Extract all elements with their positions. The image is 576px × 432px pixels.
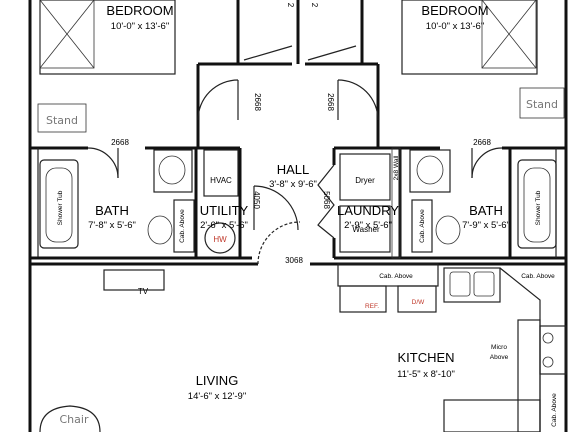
laundry-fixtures (339, 147, 401, 259)
laundry-label: LAUNDRY (337, 203, 399, 218)
cab-above-kitchen-right: Cab. Above (521, 273, 555, 280)
nightstand-right (519, 87, 565, 119)
bed-left (39, 0, 176, 75)
door-code-bath-right: 2668 (473, 138, 491, 147)
cab-above-bath-right: Cab. Above (419, 209, 426, 243)
nightstand-left (37, 103, 87, 133)
bath-left-fixtures (39, 149, 195, 253)
laundry-dim: 2'-9" x 5'-6" (344, 220, 392, 231)
closet-code-right: 2 (310, 3, 319, 8)
hw-label: HW (213, 235, 227, 244)
utility-fixtures (203, 149, 239, 254)
bedroom-left-dim: 10'-0" x 13'-6" (111, 21, 169, 32)
stand-right-label: Stand (526, 98, 558, 111)
tv-label: TV (138, 287, 149, 296)
bath-left-label: BATH (95, 203, 129, 218)
bath-left-dim: 7'-8" x 5'-6" (88, 220, 136, 231)
ref-label: REF. (365, 303, 379, 310)
hvac-label: HVAC (210, 176, 232, 185)
bedroom-right-label: BEDROOM (421, 3, 488, 18)
utility-label: UTILITY (200, 203, 249, 218)
shower-tub-left-label: Shower Tub (57, 190, 64, 225)
micro-above-label: Above (490, 354, 509, 361)
bath-right-label: BATH (469, 203, 503, 218)
door-code-entry: 3068 (285, 256, 303, 265)
dryer-label: Dryer (355, 176, 375, 185)
hall-label: HALL (277, 162, 310, 177)
hall-dim: 3'-8" x 9'-6" (269, 179, 317, 190)
stand-left-label: Stand (46, 114, 78, 127)
cab-above-kitchen-side: Cab. Above (551, 393, 558, 427)
door-code-utility: 4050 (252, 191, 261, 209)
wall-2x8-label: 2x8 Wall (393, 155, 400, 180)
kitchen-label: KITCHEN (397, 350, 454, 365)
doors (87, 45, 503, 265)
cab-above-kitchen-left: Cab. Above (379, 273, 413, 280)
door-code-bath-left: 2668 (111, 138, 129, 147)
door-code-laundry: 5068 (322, 191, 331, 209)
bedroom-right-dim: 10'-0" x 13'-6" (426, 21, 484, 32)
closet-code-left: 2 (286, 3, 295, 8)
washer-label: Washer (352, 225, 380, 234)
living-label: LIVING (196, 373, 239, 388)
door-code-bed-right: 2668 (326, 93, 335, 111)
chair-label: Chair (60, 413, 89, 426)
cab-above-bath-left: Cab. Above (179, 209, 186, 243)
utility-dim: 2'-6" x 5'-6" (200, 220, 248, 231)
living-furniture (39, 269, 165, 432)
living-dim: 14'-6" x 12'-9" (188, 391, 246, 402)
shower-tub-right-label: Shower Tub (535, 190, 542, 225)
walls (28, 0, 568, 432)
micro-label: Micro (491, 344, 507, 351)
door-code-bed-left: 2668 (253, 93, 262, 111)
dw-label: D/W (412, 299, 426, 306)
bath-right-fixtures (409, 149, 557, 253)
kitchen-dim: 11'-5" x 8'-10" (397, 369, 455, 380)
bedroom-left-label: BEDROOM (106, 3, 173, 18)
kitchen-cabinets (337, 263, 567, 432)
bed-right (401, 0, 538, 75)
bath-right-dim: 7'-9" x 5'-6" (462, 220, 510, 231)
